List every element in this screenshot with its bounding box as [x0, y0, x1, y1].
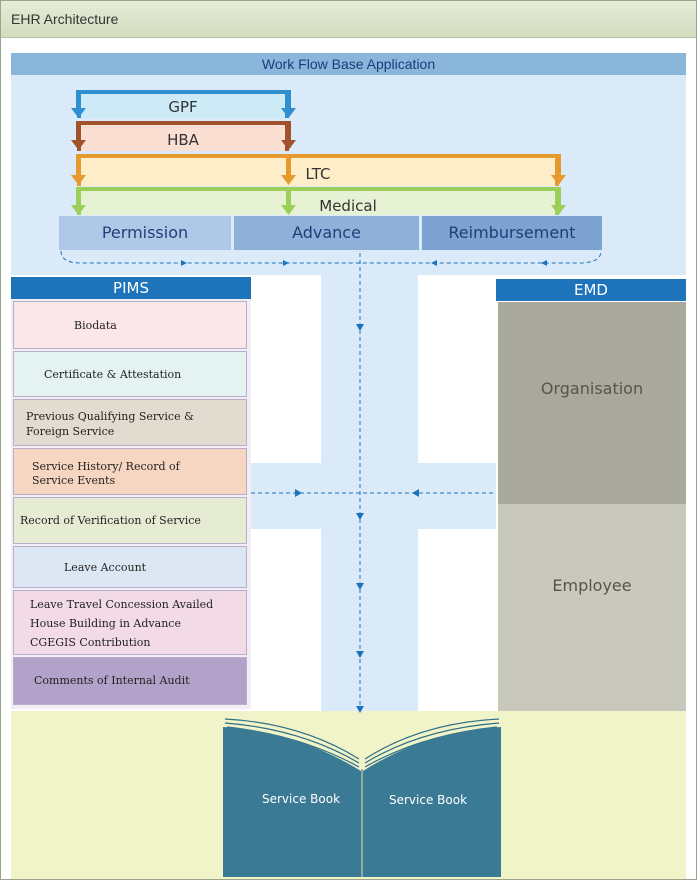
service-book-left-label: Service Book [262, 792, 341, 806]
medical-label: Medical [319, 197, 377, 215]
pims-header: PIMS [11, 277, 251, 299]
gpf-label: GPF [168, 98, 198, 116]
previous-service-line1: Previous Qualifying Service & [26, 410, 194, 423]
emd-organisation[interactable]: Organisation [498, 302, 686, 504]
hba-arrows [71, 121, 296, 150]
ltc-band: LTC [77, 154, 559, 186]
biodata-label: Biodata [74, 319, 117, 332]
ltc-arrows [71, 154, 566, 185]
certificate-label: Certificate & Attestation [44, 368, 182, 381]
window-title: EHR Architecture [11, 11, 119, 27]
title-bar: EHR Architecture [1, 1, 696, 38]
pims-item-service-history[interactable]: Service History/ Record of Service Event… [13, 448, 247, 495]
hba-label: HBA [167, 131, 199, 149]
emd-employee[interactable]: Employee [498, 504, 686, 711]
service-book-icon [223, 718, 501, 877]
pims-item-certificate[interactable]: Certificate & Attestation [13, 351, 247, 397]
pims-item-leave-account[interactable]: Leave Account [13, 546, 247, 588]
pims-item-internal-audit[interactable]: Comments of Internal Audit [13, 657, 247, 705]
house-building-label: House Building in Advance [30, 617, 181, 630]
previous-service-line2: Foreign Service [26, 425, 115, 438]
ltc-label: LTC [305, 165, 331, 183]
tab-permission[interactable]: Permission [59, 216, 231, 250]
medical-arrows [71, 187, 566, 215]
hba-band: HBA [77, 121, 289, 151]
pims-item-previous-service[interactable]: Previous Qualifying Service & Foreign Se… [13, 399, 247, 446]
service-book-right-label: Service Book [389, 793, 468, 807]
emd-header: EMD [496, 279, 686, 301]
tabs-merge-dashed-line [60, 250, 602, 264]
leave-account-label: Leave Account [64, 561, 147, 574]
verification-label: Record of Verification of Service [20, 514, 201, 527]
service-history-line1: Service History/ Record of [32, 460, 180, 473]
horizontal-connector-band [251, 463, 496, 529]
ltc-availed-label: Leave Travel Concession Availed [30, 598, 214, 611]
internal-audit-label: Comments of Internal Audit [34, 674, 190, 687]
tab-reimbursement[interactable]: Reimbursement [422, 216, 602, 250]
service-history-line2: Service Events [32, 474, 116, 487]
workflow-title: Work Flow Base Application [11, 53, 686, 75]
gpf-arrows [71, 90, 296, 118]
pims-item-ltc-hba-cgegis[interactable]: Leave Travel Concession Availed House Bu… [13, 590, 247, 655]
tab-advance[interactable]: Advance [234, 216, 419, 250]
pims-item-biodata[interactable]: Biodata [13, 301, 247, 349]
pims-item-verification[interactable]: Record of Verification of Service [13, 497, 247, 544]
gpf-band: GPF [77, 90, 289, 118]
cgegis-label: CGEGIS Contribution [30, 636, 151, 649]
